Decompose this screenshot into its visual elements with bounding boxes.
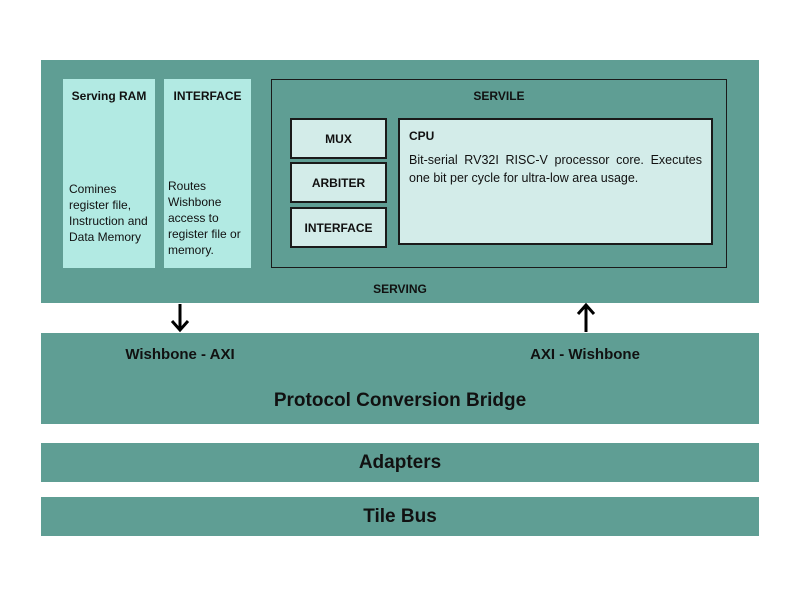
servile-interface-box: INTERFACE <box>290 207 387 248</box>
cpu-box: CPU Bit-serial RV32I RISC-V processor co… <box>398 118 713 245</box>
mux-box: MUX <box>290 118 387 159</box>
down-arrow-icon <box>170 304 190 333</box>
tile-bus-block: Tile Bus <box>41 497 759 536</box>
wishbone-axi-label: Wishbone - AXI <box>125 346 235 363</box>
serving-ram-description: Comines register file, Instruction and D… <box>69 182 148 244</box>
interface-panel-description: Routes Wishbone access to register file … <box>168 179 241 257</box>
arbiter-box: ARBITER <box>290 162 387 203</box>
serving-label: SERVING <box>373 282 427 296</box>
interface-panel-title: INTERFACE <box>173 89 242 103</box>
adapters-block: Adapters <box>41 443 759 482</box>
interface-panel: INTERFACE Routes Wishbone access to regi… <box>164 79 251 268</box>
cpu-title: CPU <box>409 129 435 143</box>
serving-ram-title: Serving RAM <box>71 89 147 103</box>
up-arrow-icon <box>576 302 596 332</box>
servile-title: SERVILE <box>473 89 525 103</box>
cpu-description: Bit-serial RV32I RISC-V processor core. … <box>409 153 702 185</box>
protocol-bridge-block <box>41 333 759 424</box>
serving-ram-panel: Serving RAM Comines register file, Instr… <box>63 79 155 268</box>
servile-block <box>271 79 727 268</box>
protocol-bridge-title: Protocol Conversion Bridge <box>273 390 527 411</box>
axi-wishbone-label: AXI - Wishbone <box>530 346 640 363</box>
tile-bus-label: Tile Bus <box>363 505 437 527</box>
adapters-label: Adapters <box>358 451 442 473</box>
